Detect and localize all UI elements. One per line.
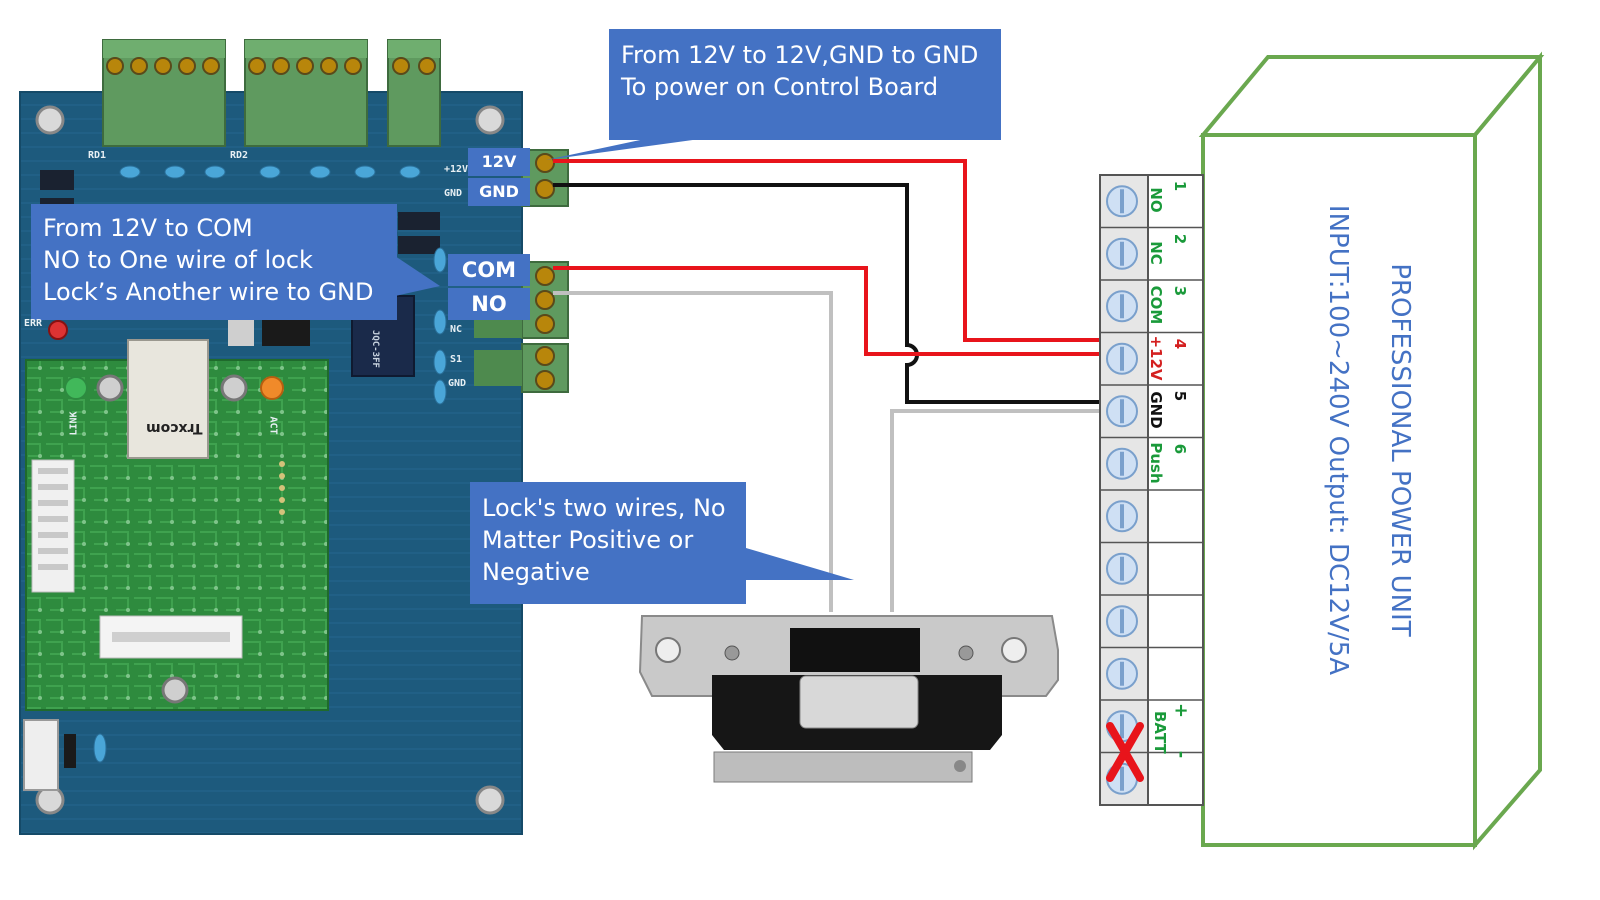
terminal-number: 4 bbox=[1171, 338, 1189, 349]
callout-power-board: From 12V to 12V,GND to GND To power on C… bbox=[609, 29, 1001, 140]
terminal-grid bbox=[1100, 174, 1203, 795]
silk-gnd2: GND bbox=[448, 378, 467, 389]
callout-pointers bbox=[395, 139, 854, 580]
batt-disabled-x-icon bbox=[1106, 722, 1144, 782]
power-unit-box bbox=[1198, 51, 1545, 851]
callout-lock-polarity-line1: Lock's two wires, No bbox=[482, 494, 726, 522]
callout-power-board-line2: To power on Control Board bbox=[621, 73, 939, 101]
transformer-chip bbox=[127, 339, 209, 459]
act-led bbox=[260, 376, 284, 400]
terminal-number: 2 bbox=[1171, 233, 1189, 244]
batt-minus: - bbox=[1170, 750, 1192, 759]
callout-lock-wiring-line1: From 12V to COM bbox=[43, 214, 253, 242]
callout-lock-polarity-line2: Matter Positive or bbox=[482, 526, 694, 554]
electric-strike-lock bbox=[638, 615, 1059, 783]
callout-lock-wiring-line2: NO to One wire of lock bbox=[43, 246, 313, 274]
wire-com-to-psu bbox=[553, 266, 1122, 356]
silk-relay: JQC-3FF bbox=[370, 330, 380, 368]
terminal-label: +12V bbox=[1147, 335, 1165, 381]
callout-lock-polarity-line3: Negative bbox=[482, 558, 590, 586]
terminal-number: 3 bbox=[1171, 286, 1189, 297]
tag-gnd: GND bbox=[468, 178, 530, 206]
silk-plus12v: +12V bbox=[444, 164, 469, 175]
silk-transformer: Trxcom bbox=[146, 420, 203, 436]
silk-rd2: RD2 bbox=[230, 150, 249, 161]
input-terminal-block bbox=[474, 343, 569, 393]
terminal-number: 1 bbox=[1171, 181, 1189, 192]
tag-12v: 12V bbox=[468, 148, 530, 176]
tag-com: COM bbox=[448, 254, 530, 286]
wire-lock-to-gnd bbox=[890, 409, 1122, 612]
callout-lock-polarity: Lock's two wires, No Matter Positive or … bbox=[470, 482, 746, 604]
terminal-label: NC bbox=[1147, 240, 1165, 265]
callout-power-board-line1: From 12V to 12V,GND to GND bbox=[621, 41, 979, 69]
silk-s1: S1 bbox=[450, 354, 463, 365]
terminal-label: Push bbox=[1147, 442, 1165, 484]
terminal-label: NO bbox=[1147, 187, 1165, 213]
bottom-connector bbox=[23, 719, 59, 791]
silk-err: ERR bbox=[24, 318, 43, 329]
mount-hole bbox=[475, 105, 505, 135]
barcode-sticker bbox=[31, 459, 75, 593]
terminal-number: 5 bbox=[1171, 391, 1189, 402]
mount-hole bbox=[35, 105, 65, 135]
top-connector-small bbox=[387, 39, 441, 147]
err-led bbox=[48, 320, 68, 340]
callout-lock-wiring-line3: Lock’s Another wire to GND bbox=[43, 278, 374, 306]
wire-no-to-lock bbox=[553, 291, 833, 612]
silk-act: ACT bbox=[267, 416, 279, 435]
silk-link: LINK bbox=[68, 411, 80, 436]
silk-gnd: GND bbox=[444, 188, 463, 199]
top-connector-rd1 bbox=[102, 39, 226, 147]
link-led bbox=[64, 376, 88, 400]
terminal-number: 6 bbox=[1171, 443, 1189, 454]
mount-hole bbox=[475, 785, 505, 815]
silk-rd1: RD1 bbox=[88, 150, 107, 161]
psu-title: PROFESSIONAL POWER UNIT bbox=[1385, 263, 1415, 637]
wires bbox=[553, 159, 1122, 612]
wire-12v-to-psu bbox=[553, 159, 1122, 342]
psu-spec: INPUT:100~240V Output: DC12V/5A bbox=[1323, 204, 1353, 676]
top-connector-rd2 bbox=[244, 39, 368, 147]
terminal-label: GND bbox=[1147, 391, 1165, 429]
terminal-label: COM bbox=[1147, 285, 1165, 325]
batt-plus: + bbox=[1170, 702, 1192, 719]
tag-no: NO bbox=[448, 288, 530, 320]
silk-nc: NC bbox=[450, 324, 463, 335]
batt-label: BATT bbox=[1151, 711, 1169, 754]
callout-lock-wiring: From 12V to COM NO to One wire of lock L… bbox=[31, 204, 397, 320]
network-module bbox=[25, 339, 329, 711]
